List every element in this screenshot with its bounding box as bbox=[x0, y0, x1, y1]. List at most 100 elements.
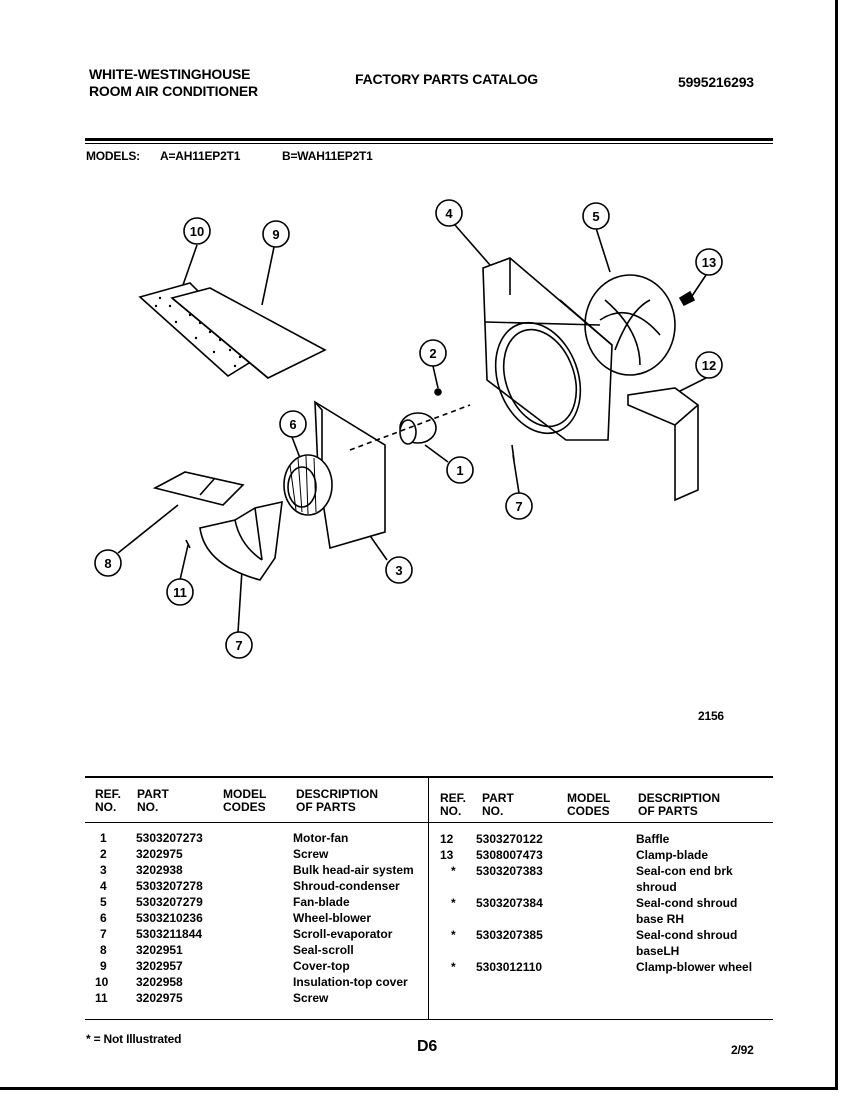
hdr-ref-1-r: REF. bbox=[440, 791, 467, 805]
svg-text:10: 10 bbox=[190, 224, 204, 239]
row-desc: Shroud-condenser bbox=[293, 879, 400, 893]
row-desc: Cover-top bbox=[293, 959, 350, 973]
row-part: 5303012110 bbox=[476, 960, 543, 974]
hdr-model-2: CODES bbox=[223, 800, 266, 814]
hdr-desc-2: OF PARTS bbox=[296, 800, 356, 814]
hdr-desc-2-r: OF PARTS bbox=[638, 804, 698, 818]
row-ref: 8 bbox=[100, 943, 107, 957]
row-desc: Seal-cond shroud bbox=[636, 896, 738, 910]
row-desc-cont: shroud bbox=[636, 880, 677, 894]
hdr-part-2: NO. bbox=[137, 800, 159, 814]
hdr-model-1: MODEL bbox=[223, 787, 267, 801]
revision-date: 2/92 bbox=[731, 1043, 754, 1057]
svg-text:12: 12 bbox=[702, 358, 716, 373]
hdr-desc-1-r: DESCRIPTION bbox=[638, 791, 721, 805]
callout-9: 9 bbox=[262, 220, 290, 248]
row-part: 5303210236 bbox=[136, 911, 203, 925]
row-part: 3202938 bbox=[136, 863, 183, 877]
page-number: D6 bbox=[417, 1038, 438, 1055]
callout-10: 10 bbox=[183, 217, 211, 245]
row-ref: 9 bbox=[100, 959, 107, 973]
row-desc: Fan-blade bbox=[293, 895, 350, 909]
svg-text:8: 8 bbox=[104, 556, 111, 571]
row-part: 5303211844 bbox=[136, 927, 203, 941]
callout-7b: 7 bbox=[225, 631, 253, 659]
exploded-parts-diagram: 10 9 4 5 13 2 12 6 1 7 8 11 3 7 bbox=[94, 199, 723, 659]
hdr-part-2-r: NO. bbox=[482, 804, 504, 818]
row-ref: 2 bbox=[100, 847, 107, 861]
row-desc: Seal-scroll bbox=[293, 943, 354, 957]
row-ref: 7 bbox=[100, 927, 107, 941]
callout-2: 2 bbox=[419, 339, 447, 367]
row-desc: Screw bbox=[293, 847, 329, 861]
row-desc: Wheel-blower bbox=[293, 911, 372, 925]
row-ref: 13 bbox=[440, 848, 454, 862]
header-rule-thin bbox=[85, 143, 773, 144]
row-desc: Bulk head-air system bbox=[293, 863, 414, 877]
table-header-rule bbox=[85, 822, 773, 823]
row-ref: 6 bbox=[100, 911, 107, 925]
svg-text:13: 13 bbox=[702, 255, 716, 270]
footnote: * = Not Illustrated bbox=[86, 1032, 182, 1046]
row-ref: 3 bbox=[100, 863, 107, 877]
callout-13: 13 bbox=[695, 248, 723, 276]
hdr-model-1-r: MODEL bbox=[567, 791, 611, 805]
hdr-ref-2: NO. bbox=[95, 800, 117, 814]
row-desc: Scroll-evaporator bbox=[293, 927, 393, 941]
svg-text:9: 9 bbox=[272, 227, 279, 242]
row-ref: 1 bbox=[100, 831, 107, 845]
callout-12: 12 bbox=[695, 351, 723, 379]
callout-3: 3 bbox=[385, 556, 413, 584]
callout-8: 8 bbox=[94, 549, 122, 577]
model-a: A=AH11EP2T1 bbox=[160, 149, 241, 163]
row-ref: * bbox=[451, 896, 456, 910]
row-ref: 10 bbox=[95, 975, 109, 989]
fan-blade bbox=[584, 274, 676, 376]
baffle bbox=[627, 387, 699, 502]
row-desc-cont: base RH bbox=[636, 912, 685, 926]
row-desc: Baffle bbox=[636, 832, 670, 846]
row-part: 5303270122 bbox=[476, 832, 543, 846]
hdr-desc-1: DESCRIPTION bbox=[296, 787, 379, 801]
row-ref: * bbox=[451, 864, 456, 878]
callout-5: 5 bbox=[582, 202, 610, 230]
svg-text:4: 4 bbox=[445, 206, 453, 221]
row-part: 3202958 bbox=[136, 975, 183, 989]
row-desc: Seal-con end brk bbox=[636, 864, 733, 878]
row-ref: 5 bbox=[100, 895, 107, 909]
svg-text:3: 3 bbox=[395, 563, 402, 578]
catalog-title: FACTORY PARTS CATALOG bbox=[355, 71, 538, 87]
callout-7: 7 bbox=[505, 492, 533, 520]
row-part: 5303207278 bbox=[136, 879, 203, 893]
hdr-ref-2-r: NO. bbox=[440, 804, 462, 818]
svg-text:7: 7 bbox=[235, 638, 242, 653]
row-part: 3202975 bbox=[136, 847, 183, 861]
row-ref: 4 bbox=[100, 879, 107, 893]
wheel-blower bbox=[283, 454, 333, 516]
callouts: 10 9 4 5 13 2 12 6 1 7 8 11 3 7 bbox=[94, 199, 723, 659]
brand-line-1: WHITE-WESTINGHOUSE bbox=[89, 66, 251, 82]
svg-text:7: 7 bbox=[515, 499, 522, 514]
hdr-part-1: PART bbox=[137, 787, 169, 801]
clamp-blade bbox=[678, 290, 696, 307]
row-desc: Clamp-blower wheel bbox=[636, 960, 753, 974]
seal-scroll bbox=[152, 471, 245, 506]
hdr-part-1-r: PART bbox=[482, 791, 514, 805]
row-part: 3202957 bbox=[136, 959, 183, 973]
row-part: 3202975 bbox=[136, 991, 183, 1005]
screw-2 bbox=[434, 388, 442, 396]
row-desc: Insulation-top cover bbox=[293, 975, 408, 989]
table-bottom-rule bbox=[85, 1019, 773, 1020]
row-ref: * bbox=[451, 928, 456, 942]
row-part: 5308007473 bbox=[476, 848, 543, 862]
callout-1: 1 bbox=[446, 456, 474, 484]
row-desc: Clamp-blade bbox=[636, 848, 709, 862]
row-part: 5303207279 bbox=[136, 895, 203, 909]
row-part: 3202951 bbox=[136, 943, 183, 957]
row-desc: Motor-fan bbox=[293, 831, 349, 845]
row-part: 5303207385 bbox=[476, 928, 543, 942]
row-ref: 11 bbox=[95, 991, 108, 1005]
row-part: 5303207384 bbox=[476, 896, 543, 910]
